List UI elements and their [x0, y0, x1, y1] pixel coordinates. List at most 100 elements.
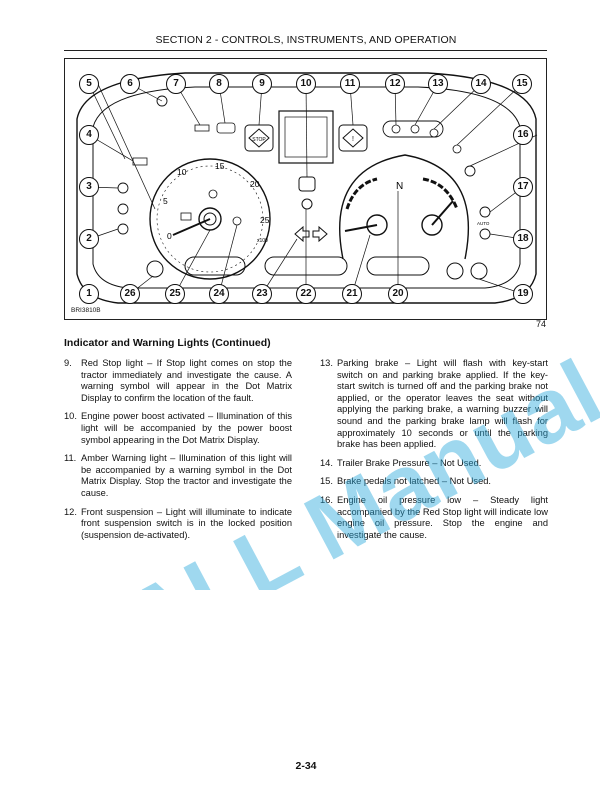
dot-matrix-display [278, 110, 334, 164]
callout-4: 4 [79, 125, 99, 145]
indicator-4-icon [132, 157, 148, 166]
callout-25: 25 [165, 284, 185, 304]
right-gauge-rim [339, 154, 469, 260]
list-item: 14. Trailer Brake Pressure – Not Used. [320, 458, 548, 470]
item-number: 11. [64, 453, 77, 464]
dashboard-inner-outline [92, 86, 521, 289]
item-text: Parking brake – Light will flash with ke… [337, 358, 548, 450]
bottom-knob-right-a [446, 262, 464, 280]
engine-icon [208, 189, 218, 199]
callout-2: 2 [79, 229, 99, 249]
indicator-icon-a [117, 203, 129, 215]
oil-pressure-icon [464, 165, 476, 177]
bottom-knob-right-b [470, 262, 488, 280]
item-text: Red Stop light – If Stop light comes on … [81, 358, 292, 403]
callout-24: 24 [209, 284, 229, 304]
callout-10: 10 [296, 74, 316, 94]
item-number: 14. [320, 457, 333, 468]
right-indicator-bar [382, 120, 444, 138]
left-column: 9. Red Stop light – If Stop light comes o… [64, 358, 292, 548]
trailer-brake-icon [429, 128, 439, 138]
callout-9: 9 [252, 74, 272, 94]
list-item: 9. Red Stop light – If Stop light comes o… [64, 358, 292, 404]
battery-icon [180, 212, 192, 221]
item-number: 16. [320, 494, 333, 505]
parking-brake-icon [410, 124, 420, 134]
callout-23: 23 [252, 284, 272, 304]
item-text: Front suspension – Light will illuminate… [81, 506, 292, 540]
callout-3: 3 [79, 177, 99, 197]
item-number: 9. [64, 358, 72, 368]
front-suspension-icon [391, 124, 401, 134]
figure-number: 74 [536, 319, 547, 329]
item-text: Brake pedals not latched – Not Used. [337, 476, 492, 487]
item-number: 13. [320, 358, 333, 368]
page-number: 2-34 [295, 760, 317, 772]
indicator-7-icon [194, 124, 210, 132]
temp-gauge-needle [431, 200, 454, 226]
stop-light-text: STOP [252, 137, 266, 143]
svg-text:!: ! [352, 136, 354, 143]
item-text: Amber Warning light – Illumination of th… [81, 453, 292, 498]
item-number: 15. [320, 476, 333, 487]
callout-15: 15 [512, 74, 532, 94]
tachometer-needle [172, 218, 211, 236]
instrument-cluster-drawing: STOP ! 0 5 10 15 20 25 x100 N [76, 72, 538, 304]
callout-16: 16 [513, 125, 533, 145]
callout-1: 1 [79, 284, 99, 304]
fluid-icon [232, 216, 242, 226]
amber-warning-icon [342, 128, 364, 148]
auto-label: AUTO [477, 221, 490, 226]
tach-label-10: 10 [177, 167, 187, 177]
callout-11: 11 [340, 74, 360, 94]
right-column: 13. Parking brake – Light will flash with… [320, 358, 548, 548]
list-item: 11. Amber Warning light – Illumination of… [64, 453, 292, 499]
temp-gauge-hub [421, 214, 443, 236]
brake-pedals-icon [452, 144, 462, 154]
list-item: 16. Engine oil pressure low – Steady ligh… [320, 495, 548, 541]
figure-code: BRI3810B [71, 307, 101, 314]
tach-label-25: 25 [260, 215, 270, 225]
indicator-auto-icon [479, 206, 491, 218]
turn-right-icon [312, 225, 328, 243]
temp-gauge-scale [422, 177, 459, 210]
callout-21: 21 [342, 284, 362, 304]
list-item: 12. Front suspension – Light will illumin… [64, 507, 292, 542]
timer-icon [301, 198, 313, 210]
stop-light-icon [248, 128, 270, 148]
list-item: 10.Engine power boost activated – Illumi… [64, 411, 292, 446]
indicator-6-icon [156, 95, 168, 107]
power-boost-icon [298, 176, 316, 192]
fuel-gauge-hub [366, 214, 388, 236]
indicator-2-icon [117, 223, 129, 235]
callout-26: 26 [120, 284, 140, 304]
callout-18: 18 [513, 229, 533, 249]
item-text: Engine oil pressure low – Steady light a… [337, 494, 548, 540]
instrument-cluster-figure: STOP ! 0 5 10 15 20 25 x100 N [64, 58, 547, 320]
callout-20: 20 [388, 284, 408, 304]
callout-7: 7 [166, 74, 186, 94]
callout-22: 22 [296, 284, 316, 304]
tach-label-5: 5 [163, 196, 168, 206]
page-header: SECTION 2 - CONTROLS, INSTRUMENTS, AND O… [155, 34, 457, 46]
tach-label-0: 0 [167, 231, 172, 241]
tach-label-20: 20 [250, 179, 260, 189]
callout-19: 19 [513, 284, 533, 304]
indicator-18-icon [479, 228, 491, 240]
list-item: 15. Brake pedals not latched – Not Used. [320, 476, 548, 488]
item-text: Trailer Brake Pressure – Not Used. [337, 457, 482, 468]
item-number: 10. [64, 411, 77, 422]
callout-14: 14 [471, 74, 491, 94]
callout-13: 13 [428, 74, 448, 94]
callout-8: 8 [209, 74, 229, 94]
bottom-display-left [184, 256, 246, 276]
callout-12: 12 [385, 74, 405, 94]
fuel-gauge-scale [345, 177, 378, 210]
item-number: 12. [64, 506, 77, 517]
header-rule [64, 50, 547, 51]
callout-5: 5 [79, 74, 99, 94]
indicator-8-icon [216, 122, 236, 134]
turn-left-icon [294, 225, 310, 243]
callout-leader-lines [88, 83, 538, 295]
indicator-3-icon [117, 182, 129, 194]
